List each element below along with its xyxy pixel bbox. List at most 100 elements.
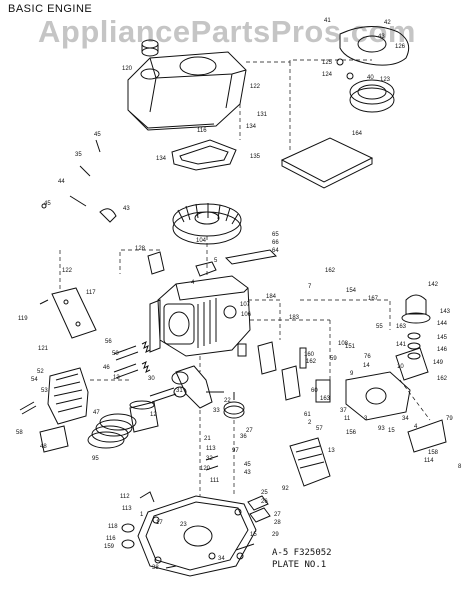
part-number-label: 184	[266, 294, 277, 300]
part-number-label: 119	[18, 316, 28, 322]
part-number-label: 47	[93, 410, 100, 416]
part-number-label: 3	[364, 416, 368, 422]
part-number-label: 114	[424, 458, 434, 464]
bolts-part	[19, 139, 219, 569]
part-number-label: 92	[282, 486, 289, 492]
part-number-label: 134	[246, 124, 257, 130]
part-number-label: 79	[446, 416, 453, 422]
plate-name: PLATE NO.1	[272, 560, 327, 570]
mounting-bracket-part	[39, 287, 97, 453]
part-number-label: 15	[388, 428, 395, 434]
part-number-label: 34	[402, 416, 409, 422]
part-number-label: 10	[397, 364, 404, 370]
part-number-label: 120	[200, 466, 211, 472]
part-number-label: 50	[112, 351, 119, 357]
part-number-label: 104	[196, 238, 207, 244]
part-number-label: 43	[244, 470, 251, 476]
part-number-label: 146	[437, 347, 448, 353]
part-number-label: 27	[246, 428, 253, 434]
piston-part	[129, 400, 159, 433]
part-number-label: 111	[210, 478, 220, 484]
part-number-label: 118	[108, 524, 118, 530]
part-number-label: 106	[241, 312, 252, 318]
part-number-label: 45	[94, 132, 101, 138]
part-number-label: 14	[363, 363, 370, 369]
ignition-coil-part	[147, 249, 278, 277]
part-number-label: 122	[62, 268, 73, 274]
part-number-label: 65	[272, 232, 279, 238]
part-number-label: 158	[428, 450, 439, 456]
part-number-label: 7	[308, 284, 312, 290]
fuel-tank-part	[127, 51, 247, 131]
part-number-label: 2	[308, 420, 312, 426]
part-number-label: 40	[367, 75, 374, 81]
valve-springs-part	[113, 341, 151, 379]
dipstick-part	[121, 491, 155, 549]
part-number-label: 58	[16, 430, 23, 436]
part-number-label: 31	[176, 388, 183, 394]
part-number-label: 12	[150, 412, 157, 418]
part-number-label: 34	[218, 556, 225, 562]
part-number-label: 13	[113, 375, 120, 381]
part-number-label: 122	[250, 84, 261, 90]
diagram-title: BASIC ENGINE	[8, 3, 93, 15]
part-number-label: 143	[440, 309, 451, 315]
part-number-label: 113	[122, 506, 132, 512]
cylinder-block-part	[149, 275, 251, 357]
part-number-label: 43	[378, 34, 385, 40]
part-number-label: 156	[346, 430, 357, 436]
part-number-label: 13	[328, 448, 335, 454]
watermark: AppliancePartsPros.com	[38, 14, 416, 49]
part-number-label: 124	[322, 72, 333, 78]
carburetor-part	[315, 347, 429, 421]
part-number-label: 112	[120, 494, 130, 500]
part-number-label: 11	[344, 416, 351, 422]
connecting-rod-part	[149, 386, 187, 403]
part-number-label: 26	[261, 499, 268, 505]
part-number-label: 37	[340, 408, 347, 414]
part-number-label: 144	[437, 321, 448, 327]
part-number-label: 113	[206, 446, 216, 452]
recoil-starter-part	[336, 26, 410, 113]
part-number-label: 8	[458, 464, 462, 470]
camshaft-gear-part	[223, 392, 245, 419]
part-number-label: 64	[272, 248, 279, 254]
part-number-label: 36	[240, 434, 247, 440]
part-number-label: 66	[272, 240, 279, 246]
control-bracket-part	[407, 419, 447, 453]
part-number-label: 141	[396, 342, 407, 348]
part-number-label: 116	[106, 536, 116, 542]
air-filter-pad-part	[280, 137, 374, 189]
tank-cap-part	[141, 39, 159, 57]
part-number-label: 57	[316, 426, 323, 432]
part-number-label: 154	[346, 288, 357, 294]
air-cleaner-part	[401, 294, 431, 360]
part-number-label: 116	[197, 128, 207, 134]
part-number-label: 43	[123, 206, 130, 212]
part-number-label: 28	[274, 520, 281, 526]
part-number-label: 142	[428, 282, 439, 288]
bracket-clip-part	[41, 165, 117, 223]
part-number-label: 44	[58, 179, 65, 185]
plate-code: A-5 F325052	[272, 548, 332, 558]
part-number-label: 23	[180, 522, 187, 528]
part-number-label: 97	[232, 448, 239, 454]
part-number-label: 162	[306, 359, 317, 365]
muffler-part	[289, 437, 331, 487]
part-number-label: 54	[31, 377, 38, 383]
piston-rings-part	[87, 413, 137, 449]
part-number-label: 126	[395, 44, 406, 50]
part-number-label: 33	[213, 408, 220, 414]
part-number-label: 41	[324, 18, 331, 24]
gasket-part	[171, 139, 237, 171]
part-number-label: 183	[289, 315, 300, 321]
part-number-label: 121	[38, 346, 49, 352]
part-number-label: 76	[364, 354, 371, 360]
part-number-label: 60	[311, 388, 318, 394]
gasket-set-part	[235, 495, 271, 551]
part-number-label: 17	[156, 520, 163, 526]
part-number-label: 93	[378, 426, 385, 432]
part-number-label: 107	[240, 302, 251, 308]
part-number-label: 95	[92, 456, 99, 462]
